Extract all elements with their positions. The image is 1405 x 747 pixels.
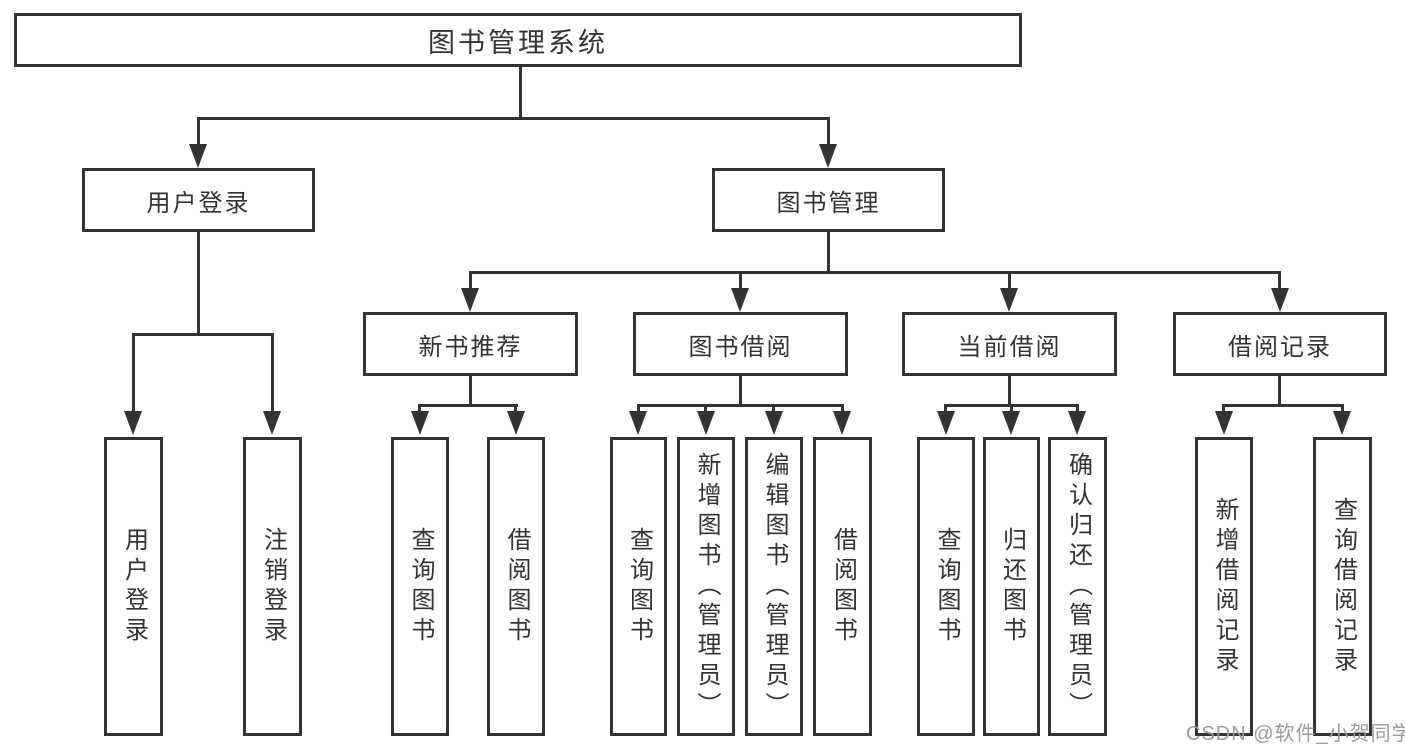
arrow-down-icon bbox=[833, 411, 851, 435]
leaf-current-query-books-label: 查询图书 bbox=[933, 526, 960, 647]
connector-vline bbox=[739, 271, 742, 291]
leaf-logout: 注销登录 bbox=[243, 437, 302, 736]
leaf-newbooks-borrow-books-label: 借阅图书 bbox=[503, 526, 530, 647]
node-borrow-records: 借阅记录 bbox=[1173, 312, 1387, 376]
arrow-down-icon bbox=[461, 288, 479, 312]
connector-hline bbox=[469, 271, 1281, 274]
connector-vline bbox=[827, 232, 830, 274]
connector-vline bbox=[637, 404, 640, 414]
node-book-management-label: 图书管理 bbox=[776, 189, 881, 217]
leaf-records-query-record: 查询借阅记录 bbox=[1313, 437, 1372, 736]
connector-vline bbox=[469, 271, 472, 291]
connector-hline bbox=[1222, 404, 1344, 407]
connector-vline bbox=[197, 232, 200, 335]
connector-vline bbox=[1278, 376, 1281, 406]
connector-vline bbox=[827, 117, 830, 147]
connector-vline bbox=[704, 404, 707, 414]
arrow-down-icon bbox=[819, 144, 837, 168]
node-borrow-records-label: 借阅记录 bbox=[1228, 333, 1332, 361]
arrow-down-icon bbox=[1215, 411, 1233, 435]
arrow-down-icon bbox=[189, 144, 207, 168]
connector-vline bbox=[1341, 404, 1344, 414]
node-new-book-recommend: 新书推荐 bbox=[363, 312, 578, 376]
node-current-borrow-label: 当前借阅 bbox=[957, 333, 1062, 361]
leaf-borrow-query-books-label: 查询图书 bbox=[625, 526, 653, 647]
arrow-down-icon bbox=[765, 411, 783, 435]
connector-vline bbox=[132, 333, 135, 411]
leaf-borrow-add-books-admin-label: 新增图书（管理员） bbox=[693, 451, 720, 722]
leaf-borrow-edit-books-admin-label: 编辑图书（管理员） bbox=[761, 451, 788, 722]
arrow-down-icon bbox=[731, 288, 749, 312]
leaf-current-confirm-return-admin-label: 确认归还（管理员） bbox=[1064, 451, 1092, 722]
leaf-borrow-add-books-admin: 新增图书（管理员） bbox=[677, 437, 735, 736]
connector-vline bbox=[1222, 404, 1225, 414]
arrow-down-icon bbox=[697, 411, 715, 435]
leaf-user-login: 用户登录 bbox=[104, 437, 163, 736]
connector-vline bbox=[271, 333, 274, 411]
arrow-down-icon bbox=[1068, 411, 1086, 435]
leaf-logout-label: 注销登录 bbox=[259, 526, 287, 647]
connector-vline bbox=[1010, 404, 1013, 414]
arrow-down-icon bbox=[1002, 411, 1020, 435]
connector-vline bbox=[197, 117, 200, 147]
connector-hline bbox=[132, 333, 274, 336]
connector-vline bbox=[772, 404, 775, 414]
leaf-current-return-books-label: 归还图书 bbox=[998, 526, 1026, 647]
node-current-borrow: 当前借阅 bbox=[902, 312, 1117, 376]
leaf-borrow-borrow-books-label: 借阅图书 bbox=[829, 526, 857, 647]
arrow-down-icon bbox=[1333, 411, 1351, 435]
connector-vline bbox=[739, 376, 742, 406]
node-book-borrow-label: 图书借阅 bbox=[688, 333, 793, 361]
arrow-down-icon bbox=[124, 411, 142, 435]
node-book-management: 图书管理 bbox=[712, 168, 945, 232]
arrow-down-icon bbox=[1271, 288, 1289, 312]
leaf-newbooks-query-books: 查询图书 bbox=[391, 437, 449, 736]
leaf-records-query-record-label: 查询借阅记录 bbox=[1329, 496, 1357, 677]
connector-vline bbox=[418, 404, 421, 414]
watermark-text: CSDN @软件_小贺同学 bbox=[1186, 723, 1405, 745]
node-new-book-recommend-label: 新书推荐 bbox=[418, 333, 523, 361]
node-root-label: 图书管理系统 bbox=[428, 27, 608, 58]
connector-vline bbox=[514, 404, 517, 414]
arrow-down-icon bbox=[937, 411, 955, 435]
arrow-down-icon bbox=[1000, 288, 1018, 312]
connector-vline bbox=[1076, 404, 1079, 414]
connector-hline bbox=[419, 404, 518, 407]
node-book-borrow: 图书借阅 bbox=[633, 312, 848, 376]
arrow-down-icon bbox=[629, 411, 647, 435]
leaf-records-add-record-label: 新增借阅记录 bbox=[1211, 496, 1238, 677]
leaf-records-add-record: 新增借阅记录 bbox=[1195, 437, 1253, 736]
connector-vline bbox=[469, 376, 472, 406]
leaf-borrow-borrow-books: 借阅图书 bbox=[813, 437, 872, 736]
leaf-newbooks-borrow-books: 借阅图书 bbox=[487, 437, 545, 736]
node-user-login: 用户登录 bbox=[82, 168, 315, 232]
arrow-down-icon bbox=[411, 411, 429, 435]
connector-vline bbox=[1278, 271, 1281, 291]
node-user-login-label: 用户登录 bbox=[146, 189, 251, 217]
connector-vline bbox=[841, 404, 844, 414]
leaf-current-confirm-return-admin: 确认归还（管理员） bbox=[1048, 437, 1107, 736]
connector-vline bbox=[944, 404, 947, 414]
arrow-down-icon bbox=[507, 411, 525, 435]
connector-vline bbox=[519, 67, 522, 118]
connector-vline bbox=[1008, 376, 1011, 406]
connector-hline bbox=[637, 404, 844, 407]
arrow-down-icon bbox=[263, 411, 281, 435]
leaf-newbooks-query-books-label: 查询图书 bbox=[407, 526, 434, 647]
leaf-user-login-label: 用户登录 bbox=[120, 526, 148, 647]
connector-vline bbox=[1008, 271, 1011, 291]
leaf-current-query-books: 查询图书 bbox=[917, 437, 975, 736]
leaf-borrow-edit-books-admin: 编辑图书（管理员） bbox=[745, 437, 803, 736]
leaf-current-return-books: 归还图书 bbox=[983, 437, 1040, 736]
connector-hline bbox=[197, 117, 830, 120]
node-root: 图书管理系统 bbox=[14, 13, 1022, 67]
leaf-borrow-query-books: 查询图书 bbox=[610, 437, 667, 736]
